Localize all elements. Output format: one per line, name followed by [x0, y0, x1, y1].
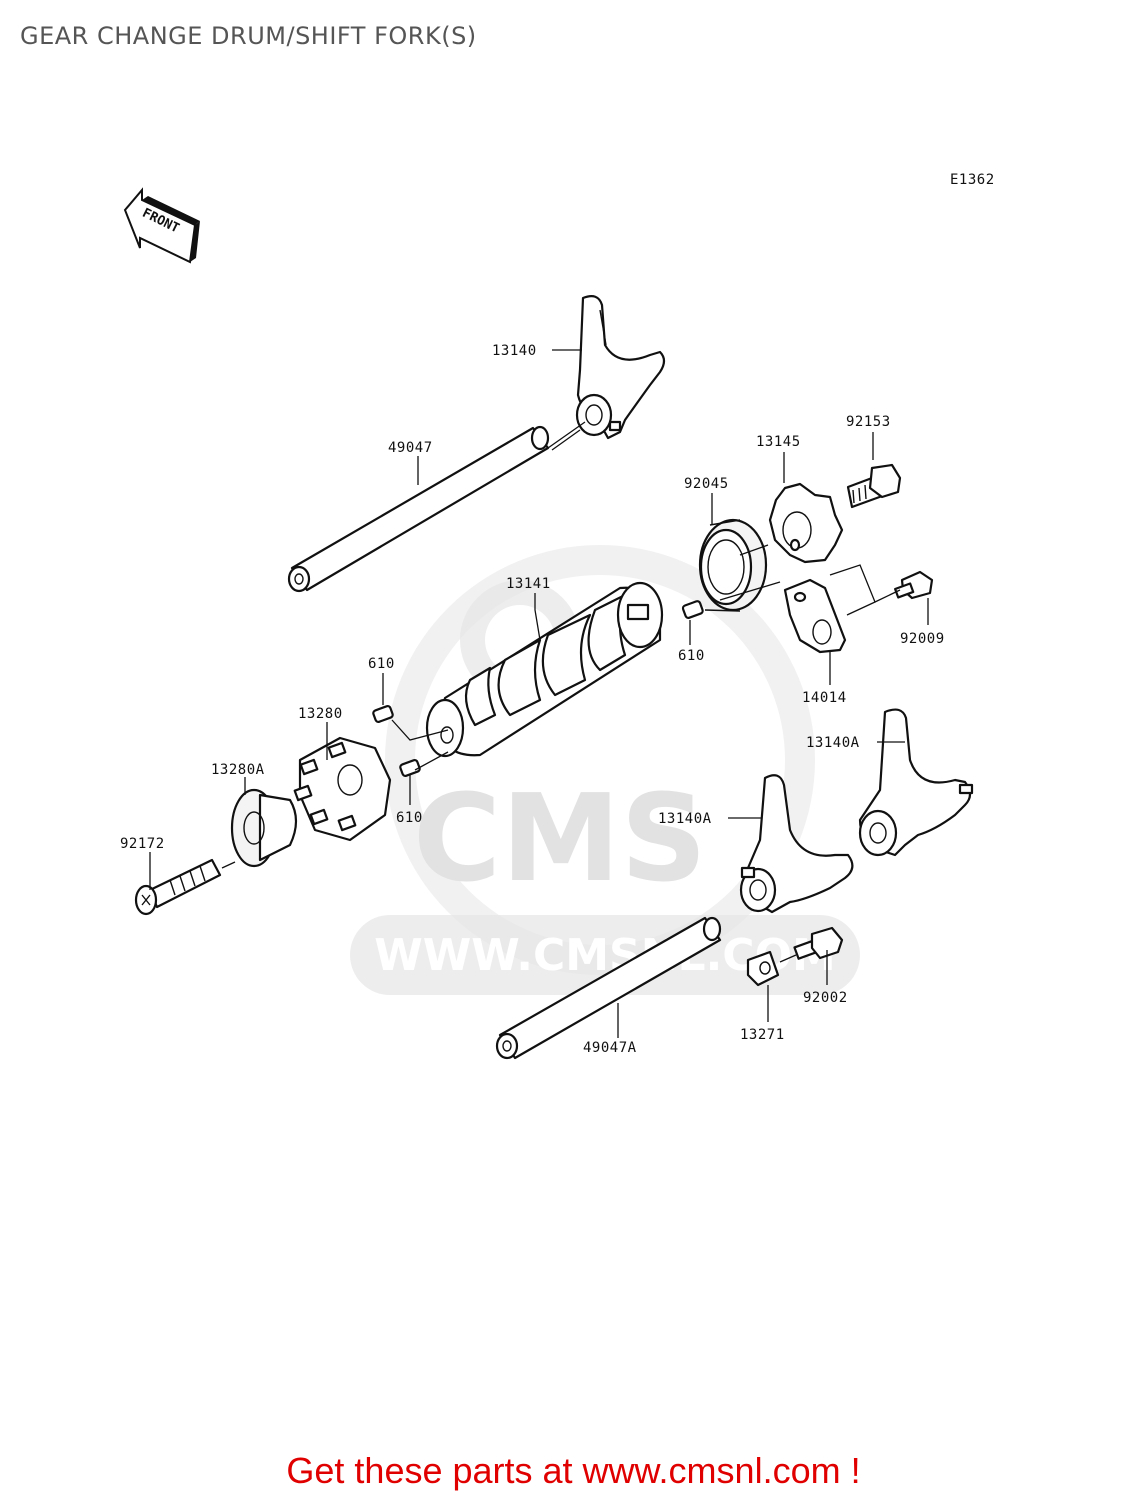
callout-13141: 13141 [506, 576, 551, 592]
callout-13140: 13140 [492, 343, 537, 359]
callout-labels: 13140 49047 13145 92153 92045 13141 610 … [120, 343, 945, 1056]
shift-rod-49047A [495, 916, 722, 1060]
callout-610-upper: 610 [368, 656, 395, 672]
callout-92153: 92153 [846, 414, 891, 430]
pin-610-lower [399, 759, 421, 777]
front-arrow-icon: FRONT [123, 187, 200, 264]
callout-610-right: 610 [678, 648, 705, 664]
guide-plate-13271 [746, 950, 780, 987]
callout-92172: 92172 [120, 836, 165, 852]
pin-plate-13280 [293, 736, 392, 842]
pin-610-upper [372, 705, 394, 723]
shift-fork-13140 [575, 295, 666, 440]
callout-14014: 14014 [802, 690, 847, 706]
shift-fork-13140A-upper [858, 708, 974, 857]
leader-lines [149, 349, 929, 1038]
bolt-92009 [894, 570, 934, 600]
shift-fork-13140A-lower [739, 774, 854, 914]
callout-92002: 92002 [803, 990, 848, 1006]
diagram-code: E1362 [950, 172, 995, 188]
drum-star-plate-13145 [768, 482, 844, 564]
gear-change-drum-13141 [425, 581, 664, 758]
page-title: GEAR CHANGE DRUM/SHIFT FORK(S) [20, 22, 477, 50]
shift-rod-49047 [287, 425, 550, 593]
callout-92009: 92009 [900, 631, 945, 647]
pin-610-right [681, 600, 704, 619]
callout-13280A: 13280A [211, 762, 265, 778]
callout-49047A: 49047A [583, 1040, 637, 1056]
bolt-92002 [793, 926, 844, 960]
callout-610-lower: 610 [396, 810, 423, 826]
callout-13140A-lower: 13140A [658, 811, 712, 827]
screw-92172 [134, 858, 222, 916]
callout-92045: 92045 [684, 476, 729, 492]
callout-13280: 13280 [298, 706, 343, 722]
stopper-plate-14014 [783, 578, 847, 654]
callout-49047: 49047 [388, 440, 433, 456]
bolt-92153 [846, 463, 902, 509]
pin-holder-13280A [230, 788, 298, 868]
footer-promo-text: Get these parts at www.cmsnl.com ! [286, 1450, 861, 1491]
watermark-logo-text: CMS [413, 770, 707, 909]
bearing-92045 [698, 518, 768, 612]
callout-13140A-upper: 13140A [806, 735, 860, 751]
callout-13271: 13271 [740, 1027, 785, 1043]
callout-13145: 13145 [756, 434, 801, 450]
